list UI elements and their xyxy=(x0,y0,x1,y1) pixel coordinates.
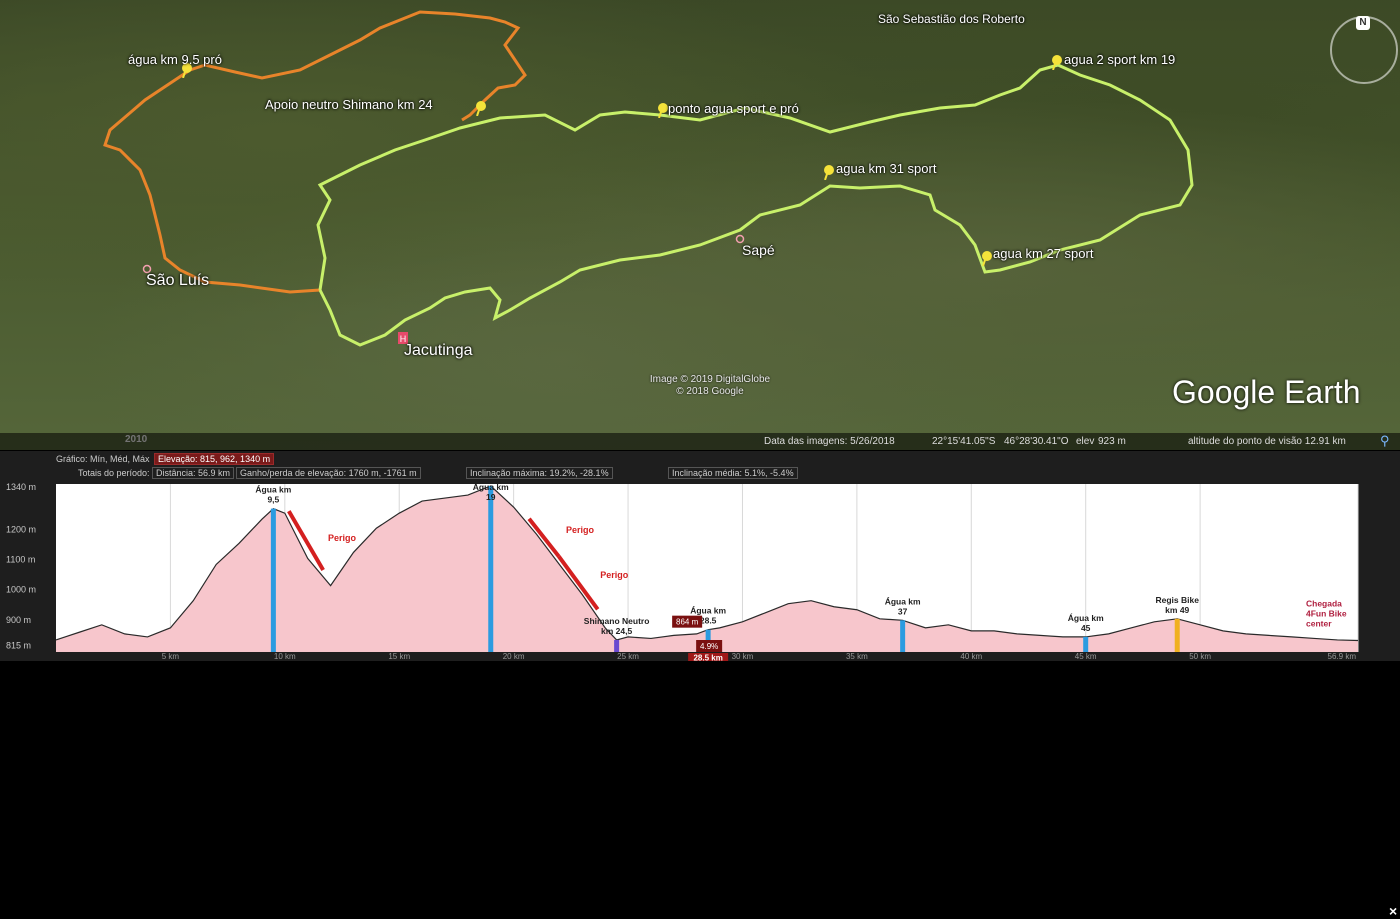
pushpin-icon[interactable] xyxy=(822,164,836,180)
y-tick-label: 1340 m xyxy=(6,482,36,492)
town-label-jacutinga: Jacutinga xyxy=(404,342,473,359)
x-tick-label: 56.9 km xyxy=(1328,652,1357,661)
y-tick-label: 900 m xyxy=(6,615,31,625)
elevation-area xyxy=(56,486,1358,652)
sport-route xyxy=(316,63,1194,347)
pushpin-icon[interactable] xyxy=(980,250,994,266)
waypoint-label: agua km 31 sport xyxy=(836,161,937,176)
gain-loss-stat: Ganho/perda de elevação: 1760 m, -1761 m xyxy=(236,467,421,479)
close-icon[interactable]: × xyxy=(1389,903,1398,919)
pro-route xyxy=(103,10,527,294)
totals-label: Totais do período: xyxy=(78,468,150,478)
x-tick-label: 40 km xyxy=(960,652,982,661)
distance-stat: Distância: 56.9 km xyxy=(152,467,235,479)
x-tick-label: 15 km xyxy=(388,652,410,661)
x-tick-label: 25 km xyxy=(617,652,639,661)
danger-segment xyxy=(557,555,600,611)
cursor-elev-box xyxy=(672,615,703,628)
pushpin-icon[interactable] xyxy=(180,62,194,78)
elev-value: 923 m xyxy=(1098,436,1126,447)
image-date: Data das imagens: 5/26/2018 xyxy=(764,436,895,447)
elev-label: elev xyxy=(1076,436,1095,447)
route-layer xyxy=(103,10,1194,347)
eye-altitude: altitude do ponto de visão 12.91 km xyxy=(1188,436,1346,447)
google-earth-logo: Google Earth xyxy=(1172,374,1361,410)
x-tick-label: 30 km xyxy=(732,652,754,661)
cursor-grade-readout: 4.9% xyxy=(700,642,718,651)
x-tick-label: 45 km xyxy=(1075,652,1097,661)
town-marker-icon xyxy=(735,234,745,244)
cursor-dist-box xyxy=(688,653,729,661)
avg-grade-stat: Inclinação média: 5.1%, -5.4% xyxy=(668,467,798,479)
cursor-grade-box xyxy=(696,640,723,652)
longitude: 46°28'30.41"O xyxy=(1004,436,1069,447)
satellite-map[interactable]: água km 9.5 pró Apoio neutro Shimano km … xyxy=(0,0,1400,450)
pushpin-icon[interactable] xyxy=(656,102,670,118)
town-marker-icon xyxy=(142,264,152,274)
danger-label: Perigo xyxy=(328,533,357,543)
y-tick-label: 1200 m xyxy=(6,524,36,534)
x-tick-label: 20 km xyxy=(503,652,525,661)
town-label-sape: Sapé xyxy=(742,242,775,258)
x-tick-label: 35 km xyxy=(846,652,868,661)
max-grade-stat: Inclinação máxima: 19.2%, -28.1% xyxy=(466,467,613,479)
graph-stats-label: Gráfico: Mín, Méd, Máx xyxy=(56,454,150,464)
danger-label: Perigo xyxy=(566,525,595,535)
town-label-sao-sebastiao: São Sebastião dos Roberto xyxy=(878,12,1025,26)
y-tick-label: 815 m xyxy=(6,640,31,650)
svg-text:H: H xyxy=(400,334,407,344)
x-tick-label: 50 km xyxy=(1189,652,1211,661)
danger-segment xyxy=(527,517,561,558)
waypoint-label: ponto agua sport e pró xyxy=(668,101,799,116)
waypoint-label: agua 2 sport km 19 xyxy=(1064,52,1176,67)
pushpin-icon[interactable] xyxy=(474,100,488,116)
y-tick-label: 1100 m xyxy=(6,554,35,564)
elevation-chart[interactable]: 1340 m 1200 m 1100 m 1000 m 900 m 815 m 5 km 10… xyxy=(0,480,1400,661)
y-tick-label: 1000 m xyxy=(6,585,36,595)
town-label-sao-luis: São Luís xyxy=(146,272,210,289)
compass-control[interactable]: N xyxy=(1330,16,1398,84)
waypoint-label: Apoio neutro Shimano km 24 xyxy=(265,97,433,112)
elevation-stats: Elevação: 815, 962, 1340 m xyxy=(154,453,275,465)
x-tick-label: 5 km xyxy=(162,652,180,661)
waypoint-label: água km 9.5 pró xyxy=(128,52,222,67)
search-icon[interactable]: ⚲ xyxy=(1380,433,1390,448)
waypoint-label: agua km 27 sport xyxy=(993,246,1094,261)
imagery-credits: Image © 2019 DigitalGlobe © 2018 Google xyxy=(649,374,771,397)
latitude: 22°15'41.05"S xyxy=(932,436,996,447)
danger-segment xyxy=(287,510,325,572)
status-bar: Data das imagens: 5/26/2018 22°15'41.05"… xyxy=(0,433,1400,451)
x-tick-label: 10 km xyxy=(274,652,296,661)
danger-label: Perigo xyxy=(600,570,629,580)
pushpin-icon[interactable] xyxy=(1050,54,1064,70)
north-icon: N xyxy=(1356,16,1370,30)
cursor-dist-readout: 28.5 km xyxy=(693,654,722,662)
hospital-icon: H xyxy=(398,332,408,344)
cursor-elev-readout: 864 m xyxy=(676,618,699,627)
